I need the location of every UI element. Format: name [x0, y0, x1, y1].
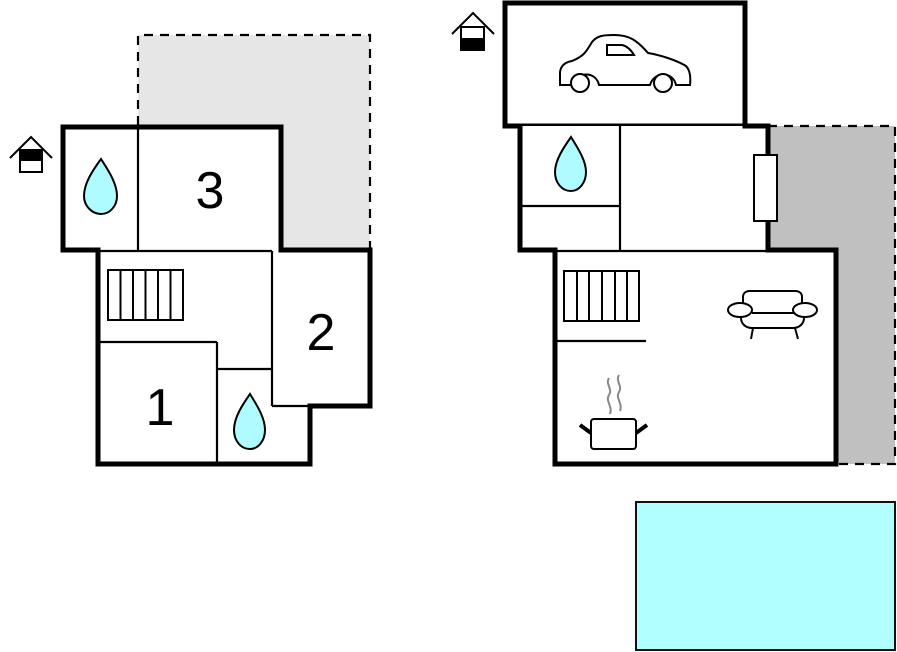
middle-block: [520, 126, 768, 250]
swimming-pool: [635, 501, 896, 651]
window-icon: [753, 154, 778, 222]
bathroom-icon: [232, 392, 267, 451]
room-number-3: 3: [196, 162, 225, 220]
entrance-icon: [451, 11, 495, 51]
stairs-icon: [563, 270, 640, 322]
car-icon: [559, 33, 692, 93]
lower-block: [98, 250, 370, 464]
upper-floor-plan: 3 2 1: [9, 33, 373, 467]
room-number-2: 2: [307, 304, 336, 362]
cooking-pot-icon: [578, 374, 649, 450]
sofa-icon: [727, 290, 818, 340]
ground-floor-plan: [451, 0, 897, 467]
bathroom-icon: [553, 135, 588, 193]
terrace-area: [768, 126, 895, 464]
room-number-1: 1: [146, 379, 175, 437]
terrace-dashed-border: [768, 124, 897, 466]
stairs-icon: [107, 269, 184, 321]
entrance-icon: [9, 135, 53, 173]
bathroom-icon: [82, 157, 119, 216]
